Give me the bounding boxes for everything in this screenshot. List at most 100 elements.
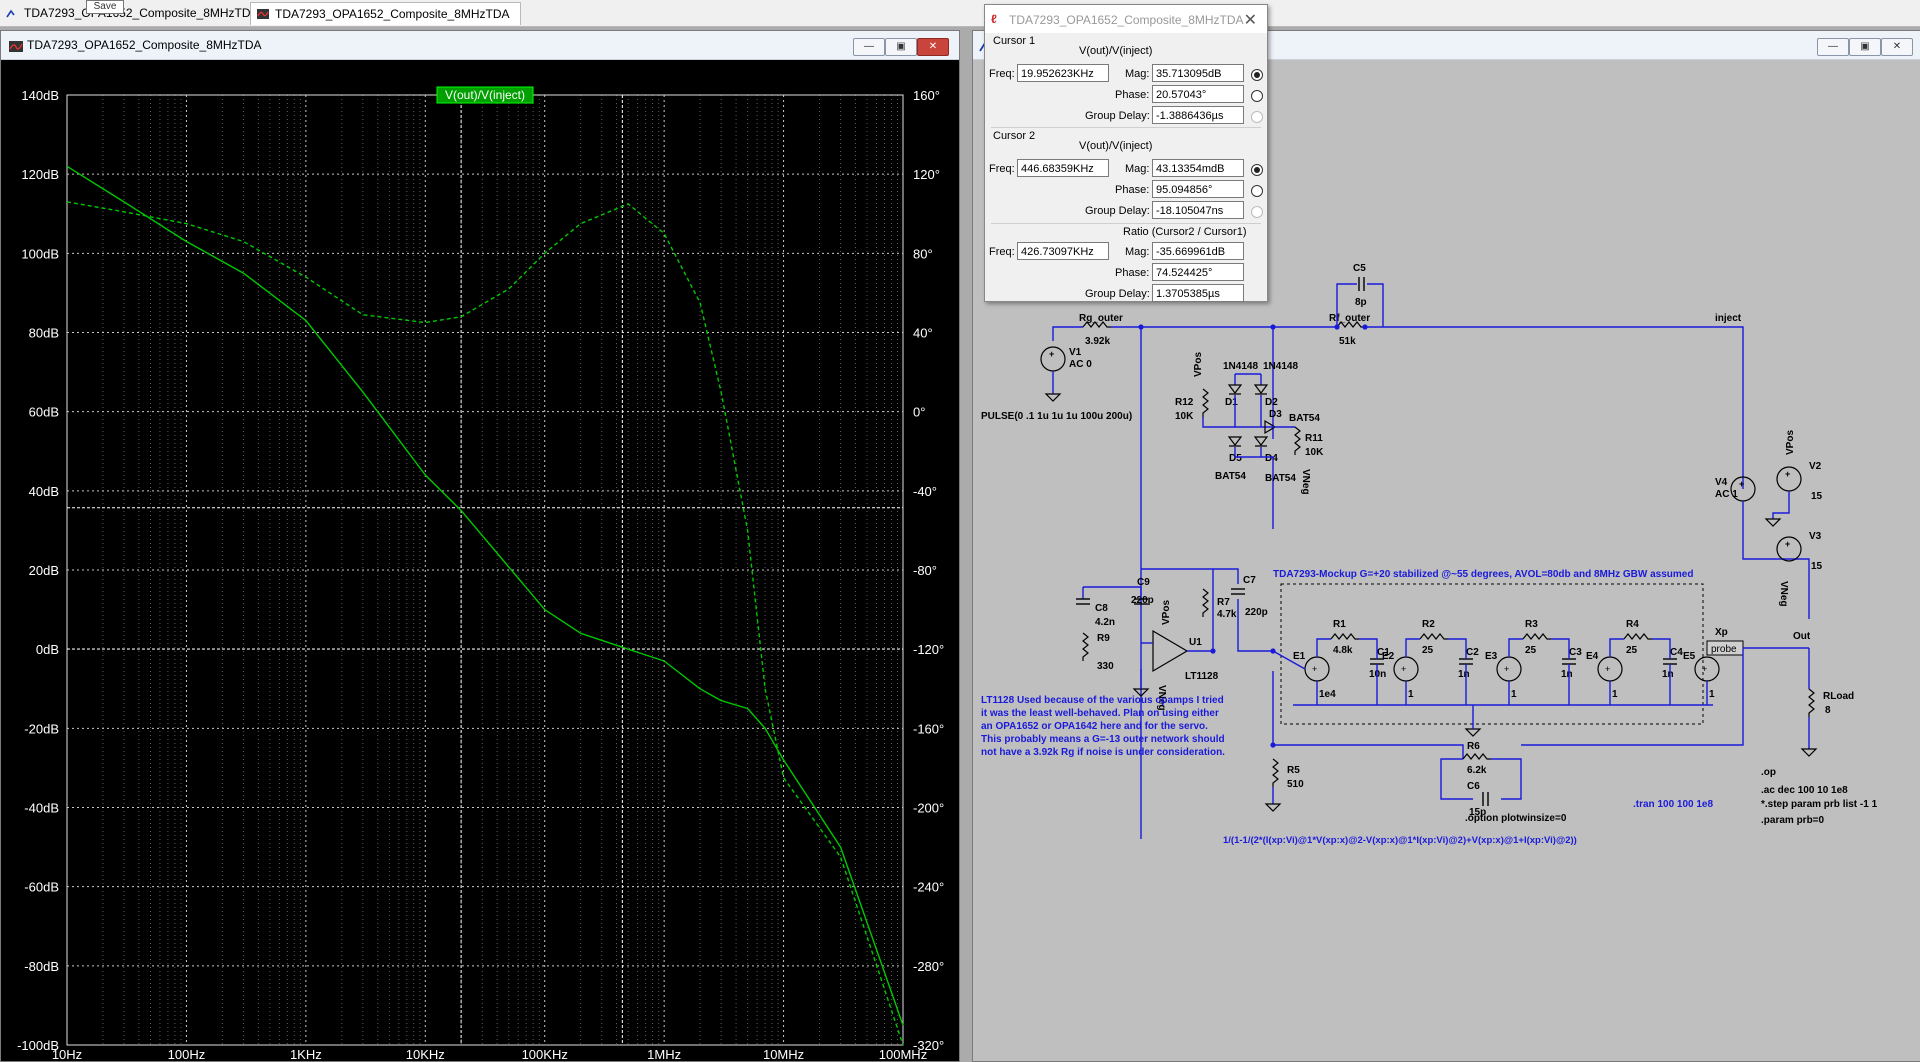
wire-inject xyxy=(1365,326,1744,489)
junction-dot xyxy=(1210,648,1216,654)
cursor1-heading: Cursor 1 xyxy=(993,35,1036,47)
resistor-r3 xyxy=(1522,633,1551,640)
group-delay-label: Group Delay: xyxy=(1085,110,1150,122)
cursor1-phase-field[interactable]: 20.57043° xyxy=(1152,85,1244,103)
y-left-tick-label: 120dB xyxy=(21,167,59,182)
resistor-r7 xyxy=(1202,588,1209,617)
close-button[interactable]: ✕ xyxy=(917,38,949,56)
wire-stage xyxy=(1316,638,1331,657)
tab-label: TDA7293_OPA1652_Composite_8MHzTDA xyxy=(24,6,259,20)
label-param: .param prb=0 xyxy=(1761,815,1825,826)
cursor1-group-delay-radio[interactable] xyxy=(1251,111,1263,123)
close-icon[interactable]: ✕ xyxy=(1243,12,1257,29)
label-formula: 1/(1-1/(2*(I(xp:Vi)@1*V(xp:x)@2-V(xp:x)@… xyxy=(1223,835,1577,846)
label-v2: V2 xyxy=(1809,461,1822,472)
diode-d4 xyxy=(1253,436,1269,447)
tab-waveform[interactable]: TDA7293_OPA1652_Composite_8MHzTDA xyxy=(250,2,521,25)
schematic-canvas[interactable]: Rg_outer3.92kRf_outer51kC58pinject+V1AC … xyxy=(973,59,1920,1059)
resistor-r6 xyxy=(1462,753,1491,760)
vcvs-e4-plus: + xyxy=(1605,664,1610,674)
trace-magnitude xyxy=(66,165,904,1026)
diode-d5 xyxy=(1227,436,1243,447)
y-left-tick-label: 0dB xyxy=(36,642,59,657)
label-r1: R1 xyxy=(1333,619,1346,630)
ratio-group-delay-field[interactable]: 1.3705385µs xyxy=(1152,284,1244,302)
label-op: .op xyxy=(1761,767,1776,778)
cursor2-freq-field[interactable]: 446.68359KHz xyxy=(1017,159,1109,177)
cursor-dialog-titlebar: ℓ TDA7293_OPA1652_Composite_8MHzTDA ✕ xyxy=(985,5,1267,33)
waveform-window: TDA7293_OPA1652_Composite_8MHzTDA — ▣ ✕ … xyxy=(0,30,960,1062)
restore-button[interactable]: ▣ xyxy=(1849,38,1881,56)
cursor1-mag-radio[interactable] xyxy=(1251,69,1263,81)
label-v4: V4 xyxy=(1715,477,1728,488)
cursor2-mag-radio[interactable] xyxy=(1251,164,1263,176)
x-tick-label: 100KHz xyxy=(522,1047,568,1059)
cursor1-freq-field[interactable]: 19.952623KHz xyxy=(1017,64,1109,82)
label-v1: V1 xyxy=(1069,347,1082,358)
value-c6: 15p xyxy=(1469,807,1486,818)
resistor-r5 xyxy=(1272,758,1279,787)
minimize-button[interactable]: — xyxy=(1817,38,1849,56)
wire-e1-in xyxy=(1272,650,1306,670)
label-bat54-c: BAT54 xyxy=(1289,413,1320,424)
label-c4: C4 xyxy=(1670,647,1683,658)
wire-fb-r6 xyxy=(1273,744,1464,759)
label-d5: D5 xyxy=(1229,453,1242,464)
close-button[interactable]: ✕ xyxy=(1881,38,1913,56)
value-e4: 1 xyxy=(1612,689,1618,700)
label-1n4148-b: 1N4148 xyxy=(1263,361,1298,372)
cursor2-phase-field[interactable]: 95.094856° xyxy=(1152,180,1244,198)
label-d1: D1 xyxy=(1225,397,1238,408)
label-u1: U1 xyxy=(1189,637,1202,648)
schematic-icon xyxy=(6,3,18,18)
save-tooltip: Save xyxy=(86,0,124,14)
resistor-rf-outer xyxy=(1336,321,1365,328)
cursor2-mag-field[interactable]: 43.13354mdB xyxy=(1152,159,1244,177)
label-r3: R3 xyxy=(1525,619,1538,630)
tab-schematic[interactable]: TDA7293_OPA1652_Composite_8MHzTDA xyxy=(0,2,259,24)
cursor2-group-delay-field[interactable]: -18.105047ns xyxy=(1152,201,1244,219)
y-right-tick-label: -320° xyxy=(913,1038,944,1053)
vcvs-e5-plus: + xyxy=(1702,664,1707,674)
label-c1: C1 xyxy=(1377,647,1390,658)
mag-label: Mag: xyxy=(1125,68,1150,80)
wire-c5a xyxy=(1336,283,1357,327)
junction-dot xyxy=(1270,324,1276,330)
wire-d-bottom xyxy=(1234,447,1274,529)
cursor2-phase-radio[interactable] xyxy=(1251,185,1263,197)
y-right-tick-label: -280° xyxy=(913,959,944,974)
label-c7: C7 xyxy=(1243,575,1256,586)
y-left-tick-label: 40dB xyxy=(29,484,59,499)
label-xp: Xp xyxy=(1715,627,1728,638)
minimize-button[interactable]: — xyxy=(853,38,885,56)
label-tda-note: TDA7293-Mockup G=+20 stabilized @~55 deg… xyxy=(1273,569,1693,580)
label-probe: probe xyxy=(1711,644,1737,655)
label-c9: C9 xyxy=(1137,577,1150,588)
ground-symbol xyxy=(1800,748,1818,757)
ratio-freq-field[interactable]: 426.73097KHz xyxy=(1017,242,1109,260)
ratio-mag-field[interactable]: -35.669961dB xyxy=(1152,242,1244,260)
ratio-phase-field[interactable]: 74.524425° xyxy=(1152,263,1244,281)
y-left-tick-label: -80dB xyxy=(24,959,59,974)
wire-stage-c xyxy=(1652,638,1671,659)
restore-button[interactable]: ▣ xyxy=(885,38,917,56)
label-d4: D4 xyxy=(1265,453,1278,464)
cursor1-mag-field[interactable]: 35.713095dB xyxy=(1152,64,1244,82)
y-right-tick-label: -200° xyxy=(913,801,944,816)
label-e3: E3 xyxy=(1485,651,1498,662)
value-c7: 220p xyxy=(1245,607,1268,618)
label-d3: D3 xyxy=(1269,409,1282,420)
opamp-u1 xyxy=(1152,629,1189,673)
cursor1-phase-radio[interactable] xyxy=(1251,90,1263,102)
diode-d3 xyxy=(1264,419,1277,435)
label-vpos-r12: VPos xyxy=(1193,352,1204,377)
cursor2-group-delay-radio[interactable] xyxy=(1251,206,1263,218)
source-v4-plus: + xyxy=(1739,479,1744,489)
value-e2: 1 xyxy=(1408,689,1414,700)
value-r5: 510 xyxy=(1287,779,1304,790)
value-r3: 25 xyxy=(1525,645,1537,656)
label-rg-outer: Rg_outer xyxy=(1079,313,1123,324)
label-inject: inject xyxy=(1715,313,1742,324)
cursor1-group-delay-field[interactable]: -1.3886436µs xyxy=(1152,106,1244,124)
